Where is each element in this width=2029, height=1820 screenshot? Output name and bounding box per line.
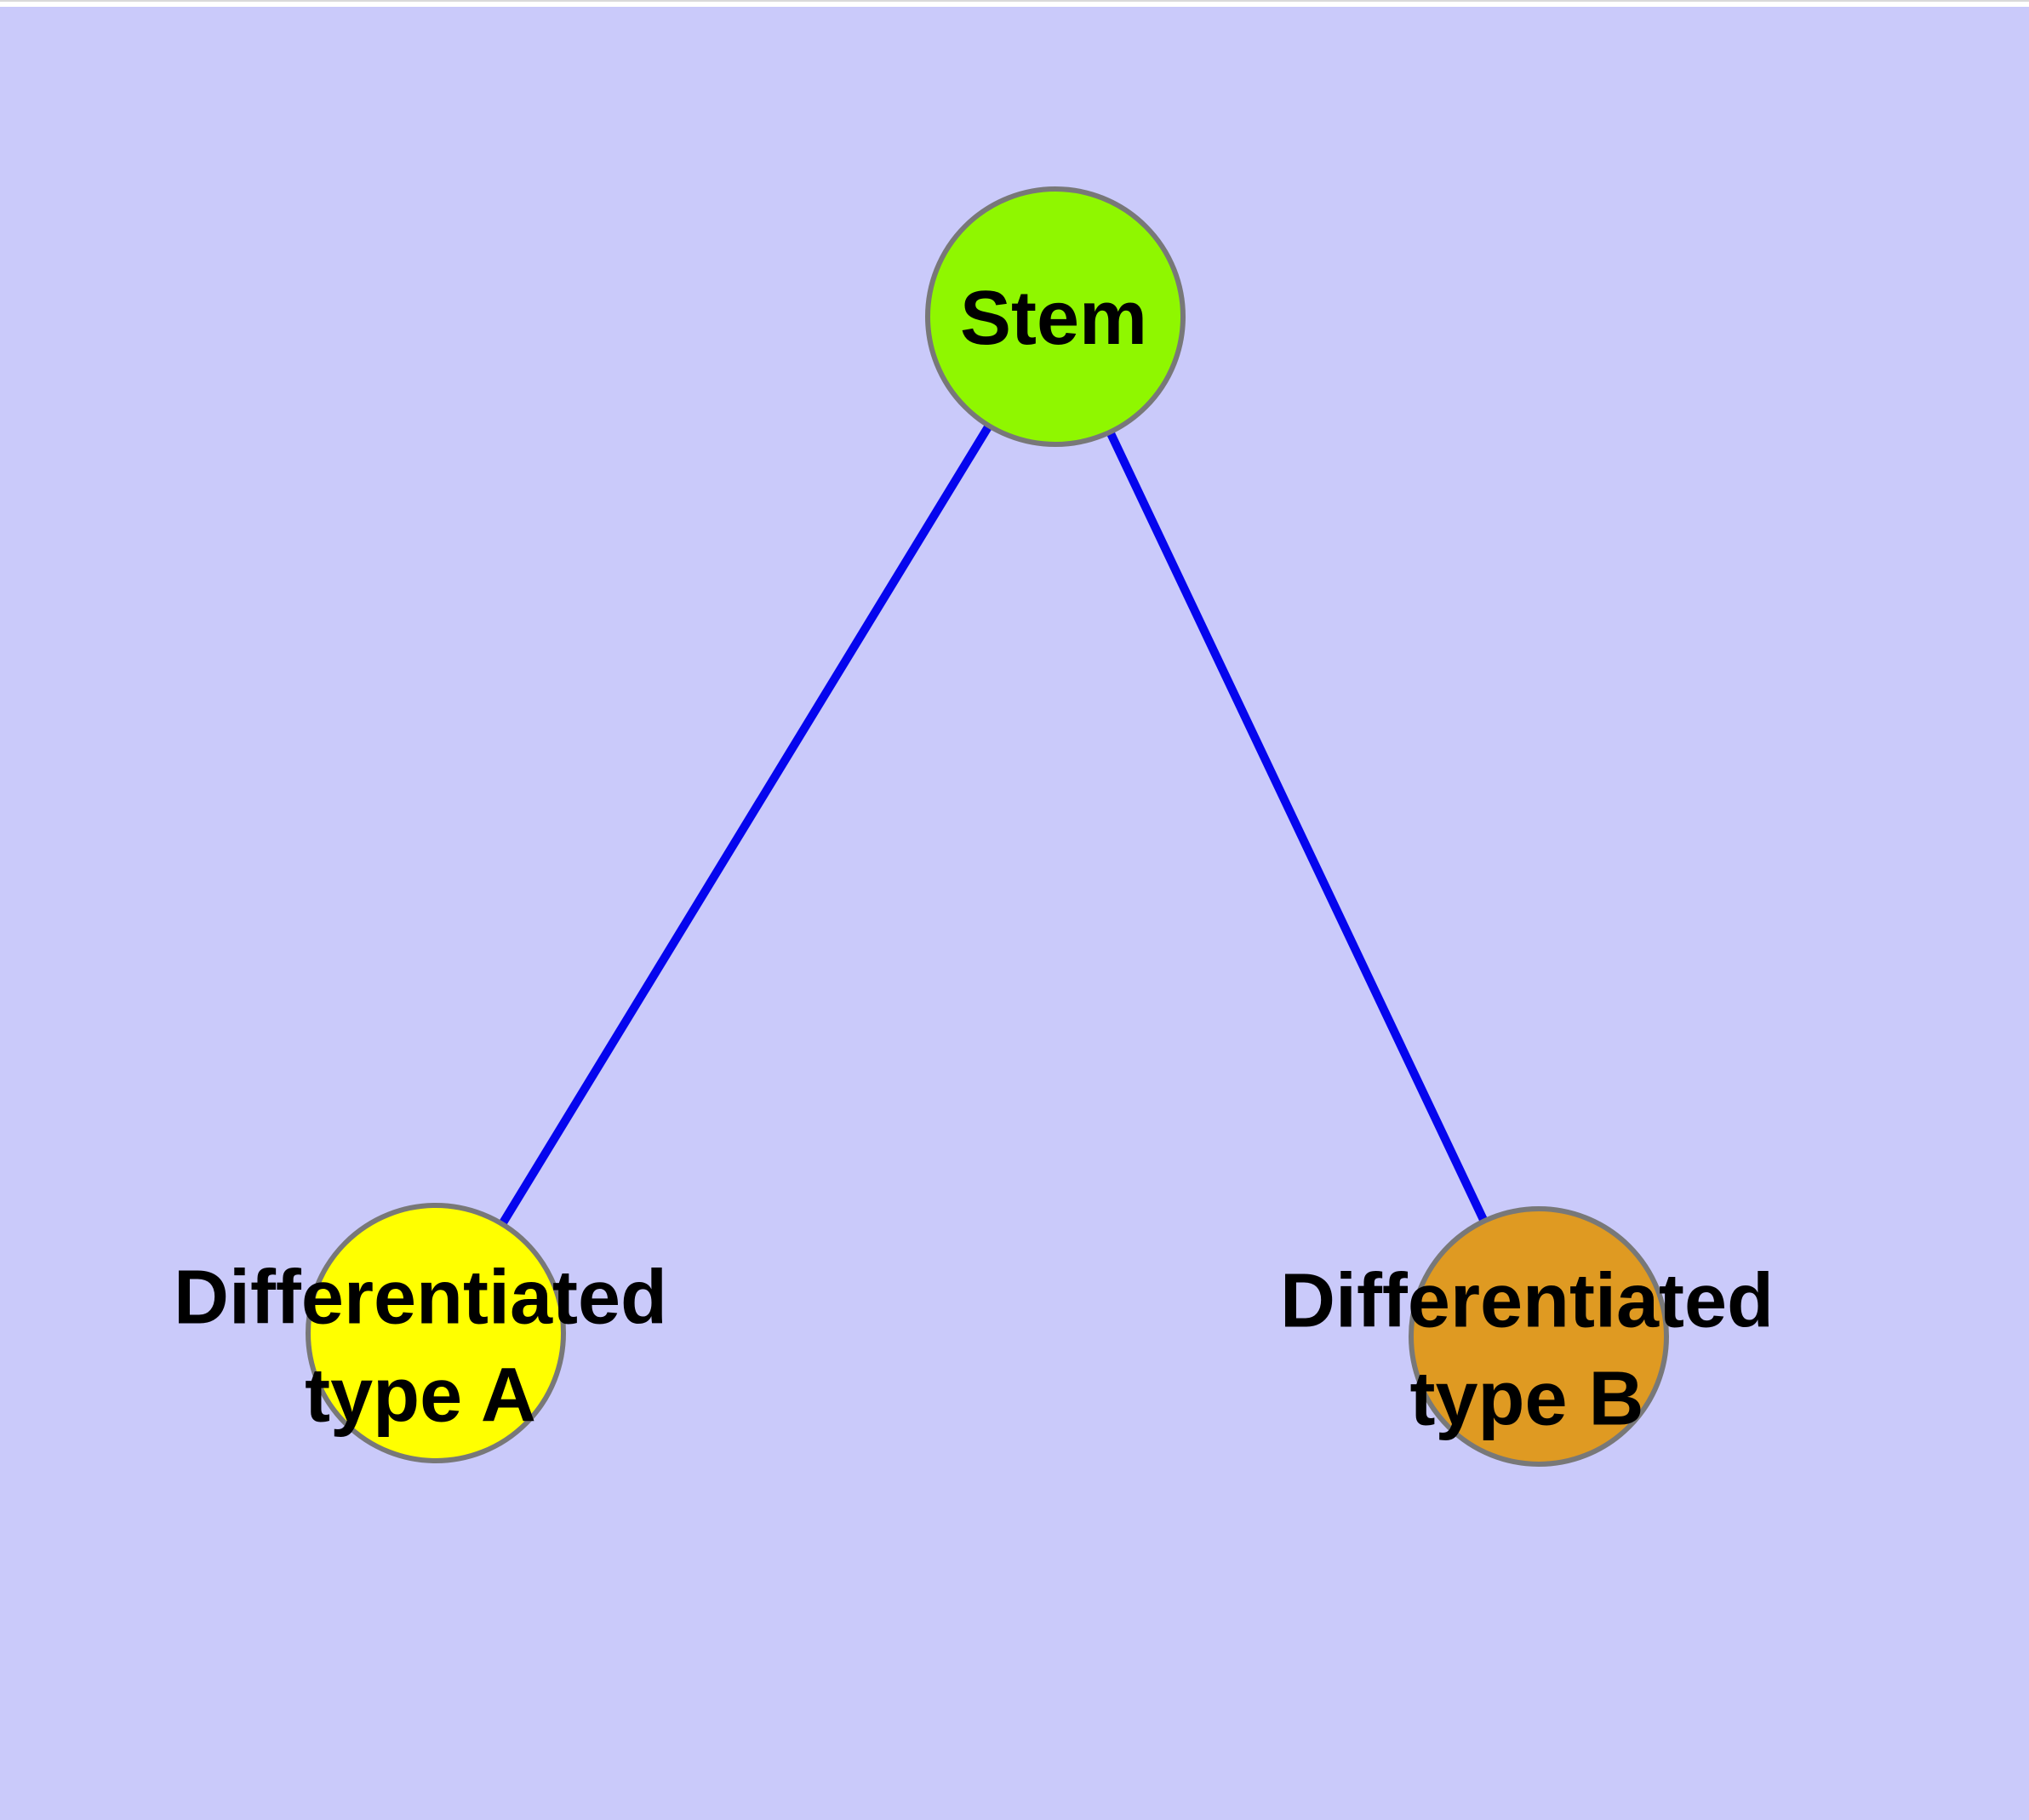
top-white-strip [0, 2, 2029, 7]
nodes-layer [306, 186, 1669, 1467]
node-label-stem: Stem [960, 276, 1147, 361]
node-stem [925, 186, 1186, 447]
node-label-line: Stem [960, 276, 1147, 361]
node-label-differentiated-type-b: Differentiated type B [1280, 1258, 1774, 1441]
edge-stem-to-differentiated-type-a [432, 314, 1060, 1336]
node-differentiated-type-b [1409, 1206, 1669, 1467]
node-label-line: type A [305, 1353, 536, 1438]
top-edge-line [0, 0, 2029, 2]
edges-layer [432, 314, 1543, 1339]
node-label-line: Differentiated [1280, 1258, 1774, 1343]
node-differentiated-type-a [306, 1203, 566, 1463]
edge-stem-to-differentiated-type-b [1051, 314, 1543, 1339]
node-label-line: type B [1409, 1356, 1643, 1441]
node-label-differentiated-type-a: Differentiated type A [174, 1255, 667, 1438]
node-label-line: Differentiated [174, 1255, 667, 1340]
